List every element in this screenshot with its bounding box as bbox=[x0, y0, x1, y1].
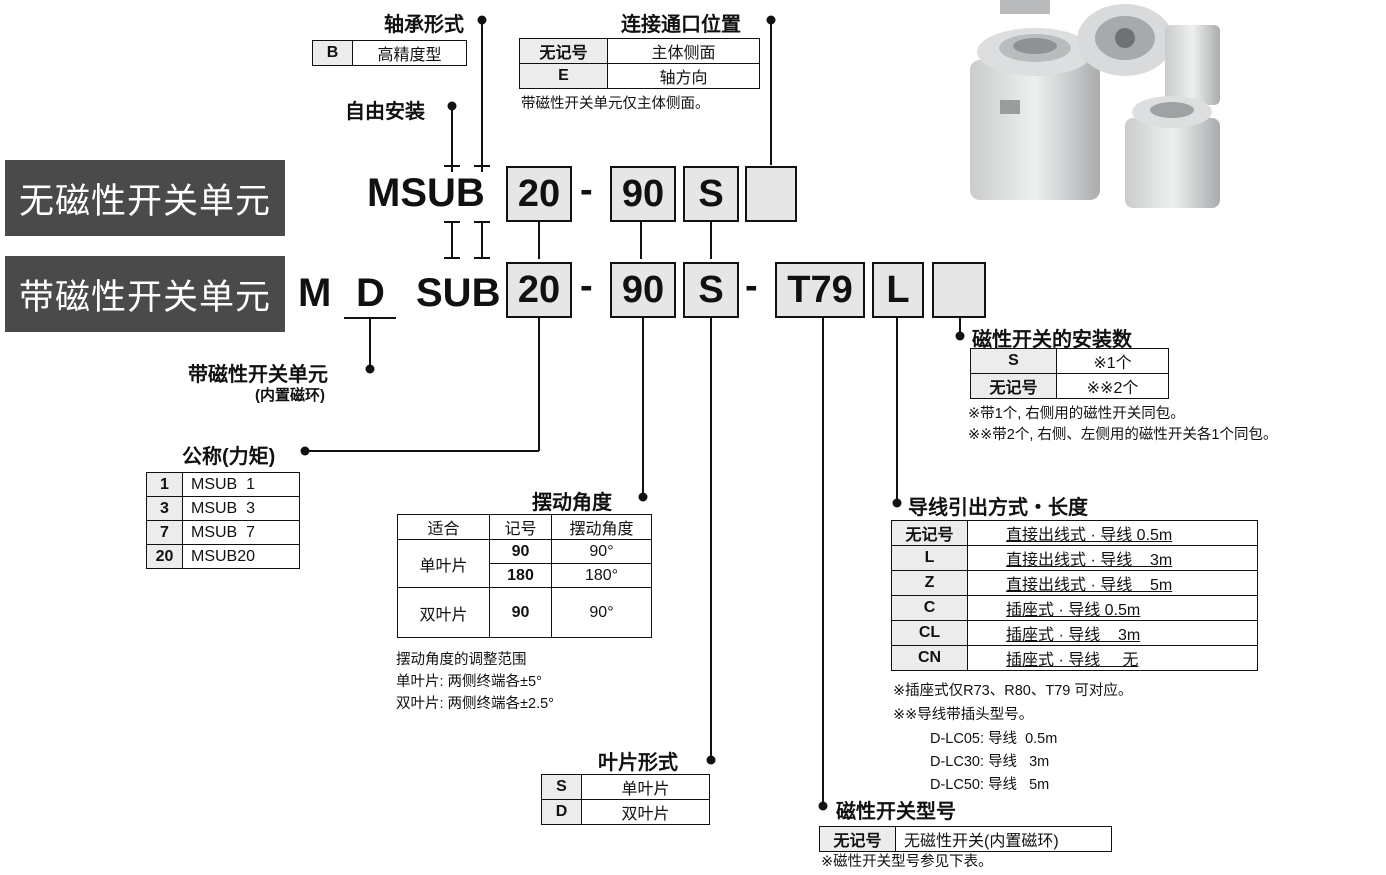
switch-model-table: 无记号 无磁性开关(内置磁环) bbox=[819, 826, 1112, 852]
size-value-1: MSUB 3 bbox=[182, 496, 300, 521]
lead-value-2: 直接出线式 · 导线 5m bbox=[967, 570, 1258, 596]
angle-header-0: 适合 bbox=[397, 514, 490, 540]
vane-box: S bbox=[683, 166, 739, 222]
port-title: 连接通口位置 bbox=[621, 14, 741, 36]
model-dash: - bbox=[580, 169, 593, 211]
port-note: 带磁性开关单元仅主体侧面。 bbox=[521, 96, 710, 112]
bearing-value: 高精度型 bbox=[352, 40, 467, 66]
port-key-1: E bbox=[519, 63, 608, 89]
angle-header-2: 摆动角度 bbox=[551, 514, 652, 540]
lead-value-4: 插座式 · 导线 3m bbox=[967, 620, 1258, 646]
angle-single: 单叶片 bbox=[397, 539, 490, 588]
lead-value-3: 插座式 · 导线 0.5m bbox=[967, 595, 1258, 621]
lead-note-4: D-LC50: 导线 5m bbox=[930, 777, 1050, 793]
angle-value-0: 90° bbox=[551, 539, 652, 564]
product-photo bbox=[970, 0, 1220, 208]
lead-note-1: ※※导线带插头型号。 bbox=[893, 707, 1034, 723]
lead-key-2: Z bbox=[891, 570, 968, 596]
angle-value-1: 180° bbox=[551, 563, 652, 588]
count-value-1: ※※2个 bbox=[1056, 373, 1169, 399]
angle-title: 摆动角度 bbox=[532, 492, 612, 514]
size-value-3: MSUB20 bbox=[182, 544, 300, 569]
angle-box-2: 90 bbox=[610, 262, 676, 318]
size-key-0: 1 bbox=[146, 472, 183, 497]
model-sub: SUB bbox=[416, 271, 501, 315]
angle-note-0: 摆动角度的调整范围 bbox=[396, 652, 527, 668]
model-prefix: MSUB bbox=[367, 171, 485, 215]
count-key-0: S bbox=[970, 348, 1057, 374]
lead-value-5: 插座式 · 导线 无 bbox=[967, 645, 1258, 671]
angle-header-1: 记号 bbox=[489, 514, 552, 540]
lead-note-3: D-LC30: 导线 3m bbox=[930, 754, 1050, 770]
with-switch-unit-title: 带磁性开关单元 bbox=[188, 364, 328, 386]
size-key-1: 3 bbox=[146, 496, 183, 521]
free-mount-title: 自由安装 bbox=[345, 101, 425, 123]
bearing-title: 轴承形式 bbox=[384, 14, 464, 36]
count-box bbox=[932, 262, 986, 318]
angle-table: 适合 记号 摆动角度 单叶片 90 90° 180 180° 双叶片 90 90… bbox=[397, 514, 652, 638]
bearing-key: B bbox=[312, 40, 353, 66]
bearing-table: B 高精度型 bbox=[312, 40, 467, 66]
lead-key-3: C bbox=[891, 595, 968, 621]
switch-model-title: 磁性开关型号 bbox=[836, 801, 956, 823]
angle-value-2: 90° bbox=[551, 587, 652, 638]
angle-note-1: 单叶片: 两侧终端各±5° bbox=[396, 674, 542, 690]
lead-title: 导线引出方式・长度 bbox=[908, 497, 1088, 519]
size-box: 20 bbox=[506, 166, 572, 222]
lead-note-0: ※插座式仅R73、R80、T79 可对应。 bbox=[893, 683, 1133, 699]
port-value-0: 主体侧面 bbox=[607, 38, 760, 64]
port-key-0: 无记号 bbox=[519, 38, 608, 64]
vane-title: 叶片形式 bbox=[598, 752, 678, 774]
port-table: 无记号 主体侧面 E 轴方向 bbox=[519, 38, 760, 89]
angle-code-1: 180 bbox=[489, 563, 552, 588]
lead-table: 无记号 直接出线式 · 导线 0.5m L 直接出线式 · 导线 3m Z 直接… bbox=[891, 520, 1258, 671]
size-value-0: MSUB 1 bbox=[182, 472, 300, 497]
size-table: 1 MSUB 1 3 MSUB 3 7 MSUB 7 20 MSUB20 bbox=[146, 472, 300, 569]
lead-box: L bbox=[872, 262, 924, 318]
size-value-2: MSUB 7 bbox=[182, 520, 300, 545]
lead-value-0: 直接出线式 · 导线 0.5m bbox=[967, 520, 1258, 546]
angle-box: 90 bbox=[610, 166, 676, 222]
row-label-no-switch: 无磁性开关单元 bbox=[5, 160, 285, 236]
port-box bbox=[745, 166, 797, 222]
switch-model-value: 无磁性开关(内置磁环) bbox=[895, 826, 1112, 852]
row-label-with-switch: 带磁性开关单元 bbox=[5, 256, 285, 332]
size-key-3: 20 bbox=[146, 544, 183, 569]
count-key-1: 无记号 bbox=[970, 373, 1057, 399]
size-title: 公称(力矩) bbox=[182, 446, 276, 468]
lead-key-0: 无记号 bbox=[891, 520, 968, 546]
angle-double: 双叶片 bbox=[397, 587, 490, 638]
switch-count-title: 磁性开关的安装数 bbox=[972, 329, 1132, 351]
switch-model-note: ※磁性开关型号参见下表。 bbox=[821, 854, 993, 870]
vane-key-0: S bbox=[541, 774, 582, 800]
vane-key-1: D bbox=[541, 799, 582, 825]
model-dash-2b: - bbox=[745, 265, 758, 307]
count-note-1: ※※带2个, 右侧、左侧用的磁性开关各1个同包。 bbox=[968, 427, 1278, 443]
vane-table: S 单叶片 D 双叶片 bbox=[541, 774, 710, 825]
switch-count-table: S ※1个 无记号 ※※2个 bbox=[970, 348, 1169, 399]
size-key-2: 7 bbox=[146, 520, 183, 545]
vane-box-2: S bbox=[683, 262, 739, 318]
lead-note-2: D-LC05: 导线 0.5m bbox=[930, 731, 1058, 747]
count-value-0: ※1个 bbox=[1056, 348, 1169, 374]
switch-box: T79 bbox=[775, 262, 865, 318]
vane-value-0: 单叶片 bbox=[581, 774, 710, 800]
lead-key-5: CN bbox=[891, 645, 968, 671]
lead-key-1: L bbox=[891, 545, 968, 571]
model-m: M bbox=[298, 271, 332, 315]
count-note-0: ※带1个, 右侧用的磁性开关同包。 bbox=[968, 406, 1185, 422]
angle-note-2: 双叶片: 两侧终端各±2.5° bbox=[396, 696, 554, 712]
lead-value-1: 直接出线式 · 导线 3m bbox=[967, 545, 1258, 571]
angle-code-2: 90 bbox=[489, 587, 552, 638]
lead-key-4: CL bbox=[891, 620, 968, 646]
size-box-2: 20 bbox=[506, 262, 572, 318]
vane-value-1: 双叶片 bbox=[581, 799, 710, 825]
model-dash-2a: - bbox=[580, 265, 593, 307]
with-switch-unit-sub: (内置磁环) bbox=[255, 387, 325, 404]
port-value-1: 轴方向 bbox=[607, 63, 760, 89]
angle-code-0: 90 bbox=[489, 539, 552, 564]
model-d: D bbox=[356, 271, 385, 315]
switch-model-key: 无记号 bbox=[819, 826, 896, 852]
